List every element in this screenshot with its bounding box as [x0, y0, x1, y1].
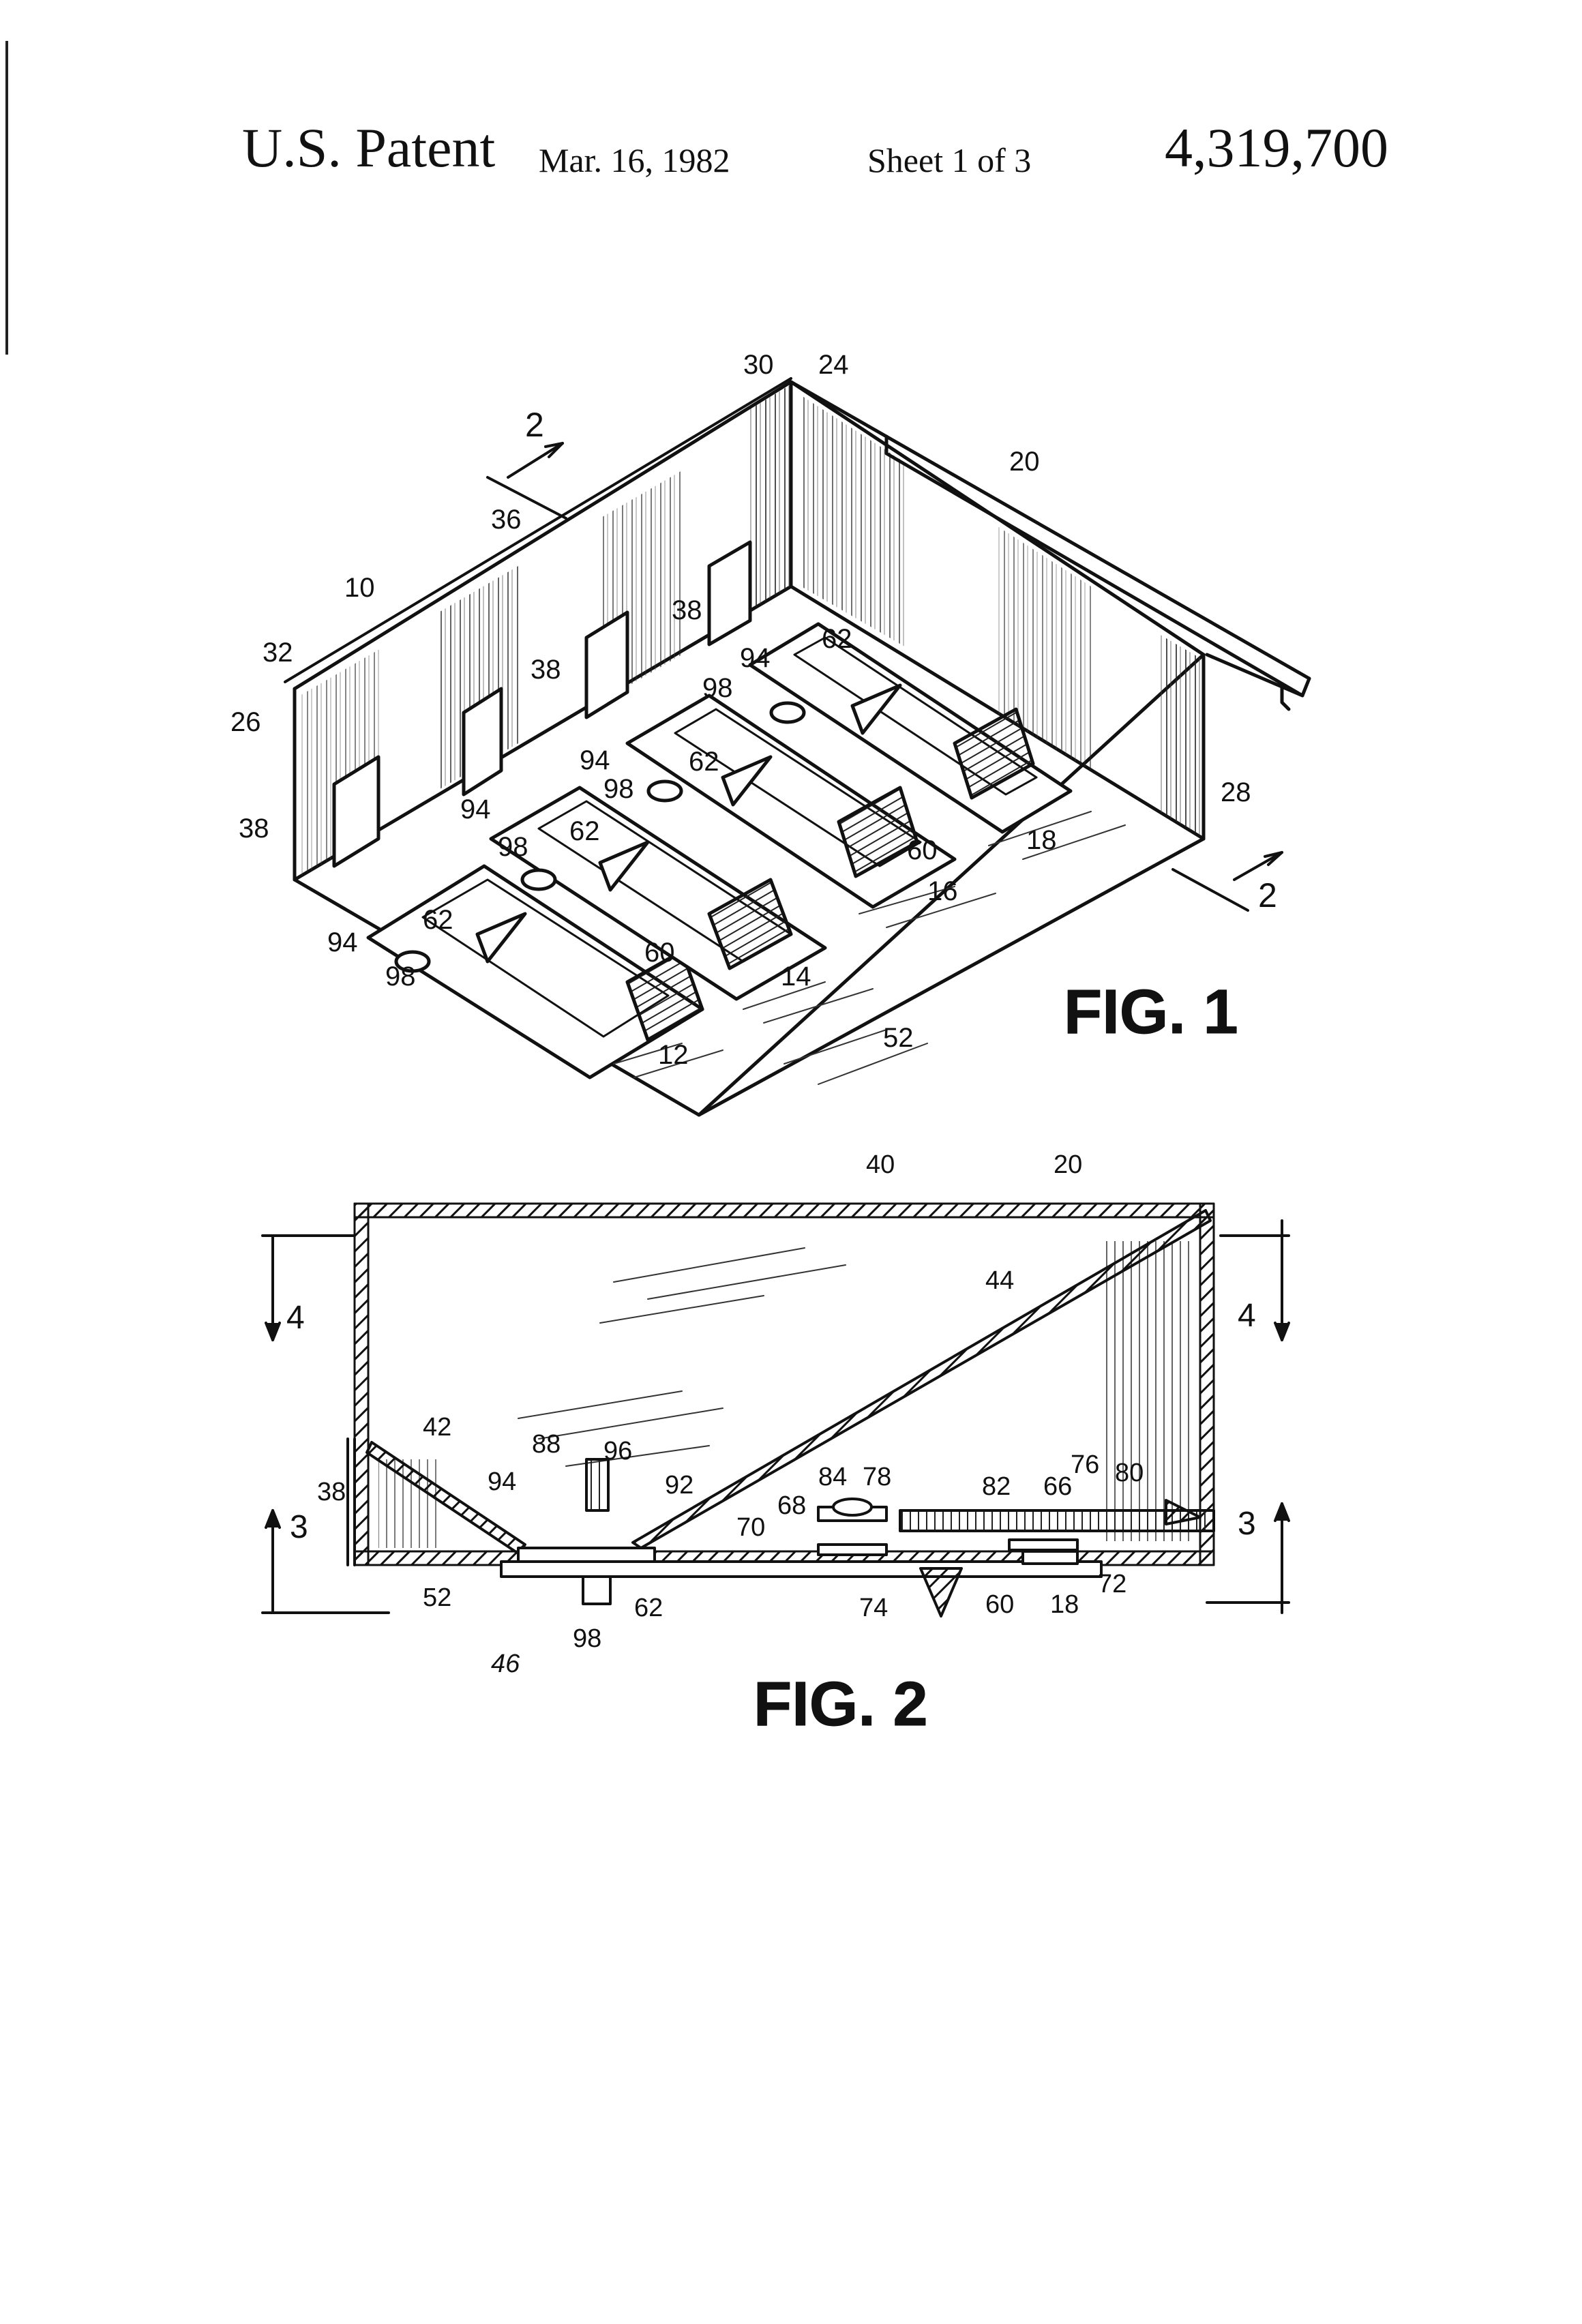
section-marker-2 [486, 442, 1283, 912]
scan-margin-line [5, 41, 8, 355]
ref-12: 12 [658, 1040, 689, 1070]
patent-header: U.S. Patent Mar. 16, 1982 Sheet 1 of 3 4… [0, 116, 1582, 218]
ref-78: 78 [863, 1463, 891, 1491]
fig2-caption: FIG. 2 [753, 1669, 928, 1739]
patent-label: U.S. Patent [242, 117, 496, 179]
ref-38-a: 38 [239, 814, 269, 844]
ref-4-right: 4 [1238, 1298, 1256, 1334]
fig1-labels: 30 24 20 2 36 10 32 26 38 38 38 94 98 62… [230, 350, 1277, 1070]
ref-60: 60 [985, 1590, 1014, 1619]
ref-44: 44 [985, 1266, 1014, 1295]
ref-72: 72 [1098, 1570, 1126, 1598]
ref-18: 18 [1026, 825, 1057, 855]
ref-52: 52 [883, 1023, 914, 1053]
patent-date: Mar. 16, 1982 [539, 141, 730, 179]
interior-shading [518, 1247, 846, 1467]
ref-62: 62 [634, 1594, 663, 1622]
patent-number: 4,319,700 [1165, 117, 1388, 179]
ref-70: 70 [736, 1513, 765, 1542]
ref-62-b: 62 [689, 747, 719, 777]
ref-60-b: 60 [907, 835, 938, 865]
wall-windows [332, 540, 752, 868]
top-rail [284, 377, 1311, 711]
ref-3-right: 3 [1238, 1506, 1256, 1542]
ref-2-bottom: 2 [1258, 876, 1277, 914]
ref-40: 40 [866, 1150, 895, 1179]
ref-66: 66 [1043, 1472, 1072, 1501]
ref-16: 16 [927, 876, 958, 906]
ref-94-d: 94 [327, 927, 358, 957]
ref-10: 10 [344, 573, 375, 603]
triangles-and-knobs [394, 683, 902, 973]
ref-4-left: 4 [286, 1300, 305, 1336]
ref-98-b: 98 [603, 774, 634, 804]
ref-84: 84 [818, 1463, 847, 1491]
ref-92: 92 [665, 1471, 693, 1500]
ref-80: 80 [1115, 1459, 1144, 1487]
ref-14: 14 [781, 962, 811, 992]
ref-94-c: 94 [460, 794, 491, 824]
ref-30: 30 [743, 350, 774, 380]
ref-98: 98 [573, 1624, 601, 1653]
ref-62-a: 62 [822, 624, 852, 654]
ref-74: 74 [859, 1594, 888, 1622]
ref-28: 28 [1221, 777, 1251, 807]
ref-26: 26 [230, 707, 261, 737]
ref-32: 32 [263, 638, 293, 668]
ref-20: 20 [1054, 1150, 1082, 1179]
ref-60-a: 60 [644, 938, 675, 968]
ref-38: 38 [317, 1478, 346, 1506]
fig1-caption: FIG. 1 [1064, 977, 1238, 1047]
ref-88: 88 [532, 1430, 561, 1459]
track-stations [366, 622, 1073, 1079]
ref-46: 46 [491, 1650, 520, 1678]
ref-68: 68 [777, 1491, 806, 1520]
ref-38-c: 38 [672, 595, 702, 625]
ref-18: 18 [1050, 1590, 1079, 1619]
ref-94-a: 94 [740, 643, 771, 673]
ref-20: 20 [1009, 447, 1040, 477]
ref-24: 24 [818, 350, 849, 380]
ref-96: 96 [603, 1437, 632, 1465]
mechanism [500, 1458, 1215, 1618]
ref-2-top: 2 [525, 406, 544, 444]
ref-38-b: 38 [531, 655, 561, 685]
ref-62-c: 62 [569, 816, 600, 846]
ref-36: 36 [491, 505, 522, 535]
wall-shading [300, 385, 1200, 876]
ref-82: 82 [982, 1472, 1011, 1501]
ref-3-left: 3 [290, 1509, 308, 1545]
sheet-indicator: Sheet 1 of 3 [867, 141, 1032, 179]
window-38 [346, 1437, 356, 1566]
ref-42: 42 [423, 1413, 451, 1442]
ref-98-a: 98 [702, 673, 733, 703]
mirrors [365, 1209, 1212, 1555]
section-markers [261, 1219, 1290, 1614]
ref-94: 94 [488, 1468, 516, 1496]
ref-52: 52 [423, 1583, 451, 1612]
ref-76: 76 [1071, 1450, 1099, 1479]
ref-98-d: 98 [385, 962, 416, 992]
figure-1-isometric: 30 24 20 2 36 10 32 26 38 38 38 94 98 62… [230, 350, 1311, 1117]
figure-2-section: 40 20 4 4 44 42 38 3 3 88 96 94 92 70 68… [261, 1150, 1290, 1740]
fig2-labels: 40 20 4 4 44 42 38 3 3 88 96 94 92 70 68… [286, 1150, 1256, 1678]
ref-94-b: 94 [580, 745, 610, 775]
floor-shading [613, 811, 1126, 1085]
ref-62-d: 62 [423, 905, 453, 935]
ref-98-c: 98 [498, 832, 528, 862]
